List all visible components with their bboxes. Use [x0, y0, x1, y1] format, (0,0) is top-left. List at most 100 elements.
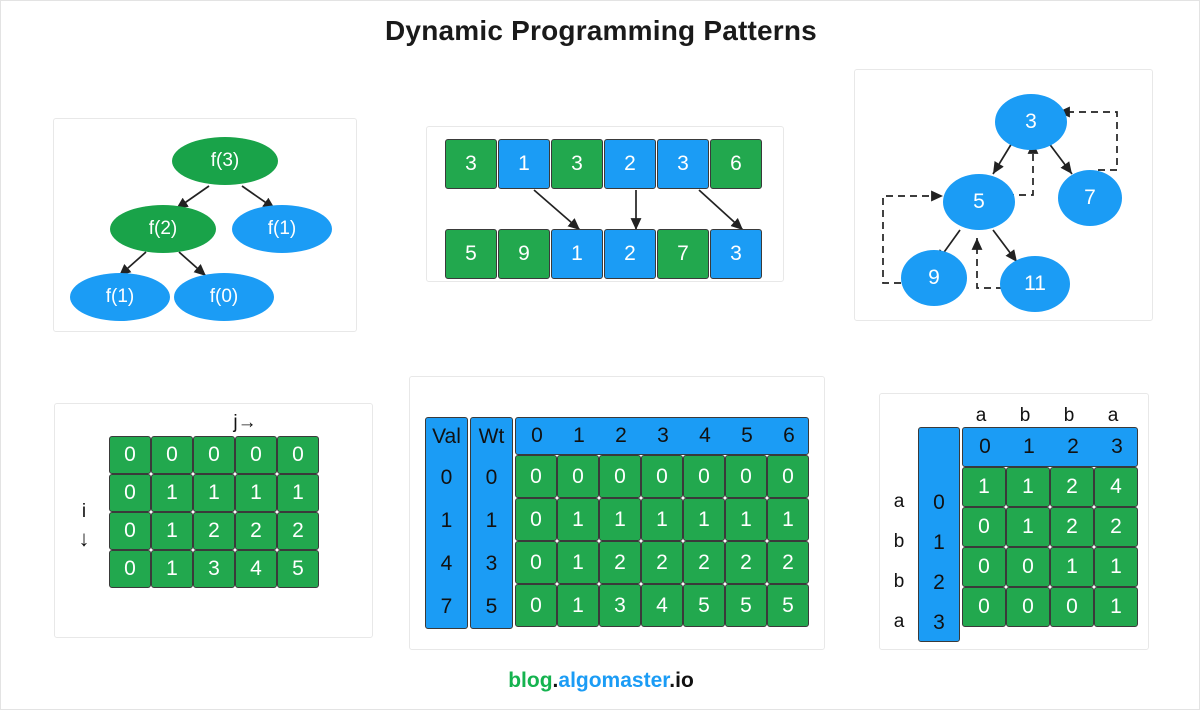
knapsack-cell[interactable]: 0 — [557, 455, 599, 498]
knapsack-cell[interactable]: 1 — [557, 541, 599, 584]
grid-cell[interactable]: 0 — [109, 436, 151, 474]
string-dp-col-index: 0 — [979, 435, 991, 458]
knapsack-cell-value: 1 — [698, 507, 710, 531]
knapsack-cell[interactable]: 1 — [557, 498, 599, 541]
knapsack-cell[interactable]: 0 — [641, 455, 683, 498]
array-cell[interactable]: 2 — [604, 229, 656, 279]
array-cell[interactable]: 3 — [657, 139, 709, 189]
knapsack-cell[interactable]: 0 — [767, 455, 809, 498]
knapsack-cell[interactable]: 0 — [599, 455, 641, 498]
knapsack-cell[interactable]: 2 — [683, 541, 725, 584]
grid-cell[interactable]: 1 — [277, 474, 319, 512]
knapsack-cell[interactable]: 0 — [515, 455, 557, 498]
string-dp-cell[interactable]: 1 — [1050, 547, 1094, 587]
array-cell[interactable]: 5 — [445, 229, 497, 279]
knapsack-cell-value: 5 — [698, 593, 710, 617]
grid-cell[interactable]: 2 — [277, 512, 319, 550]
array-cell[interactable]: 1 — [551, 229, 603, 279]
tree-memo-node-11[interactable]: 11 — [1000, 256, 1070, 312]
tree-node-f1-leaf[interactable]: f(1) — [70, 273, 170, 321]
grid-cell[interactable]: 2 — [193, 512, 235, 550]
knapsack-cell[interactable]: 0 — [515, 584, 557, 627]
array-cell[interactable]: 7 — [657, 229, 709, 279]
grid-cell[interactable]: 2 — [235, 512, 277, 550]
tree-node-f0-leaf[interactable]: f(0) — [174, 273, 274, 321]
knapsack-cell[interactable]: 0 — [515, 541, 557, 584]
knapsack-cell[interactable]: 1 — [641, 498, 683, 541]
grid-cell[interactable]: 1 — [235, 474, 277, 512]
string-dp-cell[interactable]: 1 — [1006, 467, 1050, 507]
grid-cell[interactable]: 0 — [109, 474, 151, 512]
knapsack-cell[interactable]: 1 — [767, 498, 809, 541]
knapsack-cell[interactable]: 0 — [515, 498, 557, 541]
knapsack-cell[interactable]: 2 — [641, 541, 683, 584]
tree-memo-node-7[interactable]: 7 — [1058, 170, 1122, 226]
knapsack-cell[interactable]: 1 — [683, 498, 725, 541]
array-cell[interactable]: 1 — [498, 139, 550, 189]
knapsack-cell-value: 0 — [530, 464, 542, 488]
knapsack-cell[interactable]: 5 — [725, 584, 767, 627]
tree-memo-node-5[interactable]: 5 — [943, 174, 1015, 230]
array-cell[interactable]: 9 — [498, 229, 550, 279]
array-cell[interactable]: 3 — [710, 229, 762, 279]
knapsack-cell[interactable]: 2 — [725, 541, 767, 584]
knapsack-cell[interactable]: 4 — [641, 584, 683, 627]
knapsack-cell[interactable]: 3 — [599, 584, 641, 627]
knapsack-value-header: Val — [432, 425, 461, 448]
string-dp-cell[interactable]: 0 — [962, 507, 1006, 547]
tree-node-f3[interactable]: f(3) — [172, 137, 278, 185]
grid-cell[interactable]: 1 — [151, 550, 193, 588]
string-dp-cell[interactable]: 1 — [962, 467, 1006, 507]
string-dp-cell-value: 1 — [1110, 595, 1122, 618]
string-dp-cell[interactable]: 0 — [1006, 587, 1050, 627]
tree-memo-node-9[interactable]: 9 — [901, 250, 967, 306]
knapsack-cell[interactable]: 1 — [725, 498, 767, 541]
string-dp-cell[interactable]: 0 — [1050, 587, 1094, 627]
grid-cell[interactable]: 1 — [151, 512, 193, 550]
tree-node-f2[interactable]: f(2) — [110, 205, 216, 253]
knapsack-cell[interactable]: 2 — [599, 541, 641, 584]
grid-cell[interactable]: 4 — [235, 550, 277, 588]
array-cell[interactable]: 2 — [604, 139, 656, 189]
string-dp-cell[interactable]: 0 — [1006, 547, 1050, 587]
string-dp-cell[interactable]: 2 — [1094, 507, 1138, 547]
grid-cell[interactable]: 0 — [109, 512, 151, 550]
grid-cell[interactable]: 0 — [193, 436, 235, 474]
string-dp-cell[interactable]: 0 — [962, 587, 1006, 627]
panel-tree-memoization: 3 5 7 9 11 — [854, 69, 1153, 321]
knapsack-cell[interactable]: 1 — [557, 584, 599, 627]
knapsack-cell[interactable]: 5 — [683, 584, 725, 627]
string-dp-row-index: 2 — [933, 571, 945, 594]
grid-cell[interactable]: 0 — [235, 436, 277, 474]
knapsack-cell[interactable]: 0 — [683, 455, 725, 498]
knapsack-cell[interactable]: 5 — [767, 584, 809, 627]
knapsack-cell-value: 0 — [530, 593, 542, 617]
string-dp-cell[interactable]: 1 — [1094, 547, 1138, 587]
string-dp-row-index: 3 — [933, 611, 945, 634]
knapsack-cell[interactable]: 1 — [599, 498, 641, 541]
knapsack-cell[interactable]: 0 — [725, 455, 767, 498]
tree-memo-node-3[interactable]: 3 — [995, 94, 1067, 150]
knapsack-cell[interactable]: 2 — [767, 541, 809, 584]
grid-cell[interactable]: 1 — [151, 474, 193, 512]
grid-cell[interactable]: 0 — [109, 550, 151, 588]
grid-cell[interactable]: 1 — [193, 474, 235, 512]
grid-cell[interactable]: 5 — [277, 550, 319, 588]
string-dp-cell[interactable]: 2 — [1050, 507, 1094, 547]
tree-memo-node-label: 3 — [1025, 110, 1037, 133]
grid-cell-value: 0 — [250, 443, 262, 466]
string-dp-cell[interactable]: 1 — [1006, 507, 1050, 547]
grid-cell[interactable]: 0 — [151, 436, 193, 474]
array-cell-value: 1 — [571, 242, 583, 265]
tree-node-f1-right[interactable]: f(1) — [232, 205, 332, 253]
footer-branding[interactable]: blog.algomaster.io — [1, 669, 1200, 693]
string-dp-cell[interactable]: 0 — [962, 547, 1006, 587]
array-cell[interactable]: 6 — [710, 139, 762, 189]
string-dp-cell[interactable]: 1 — [1094, 587, 1138, 627]
grid-cell[interactable]: 3 — [193, 550, 235, 588]
array-cell[interactable]: 3 — [445, 139, 497, 189]
string-dp-cell[interactable]: 4 — [1094, 467, 1138, 507]
array-cell[interactable]: 3 — [551, 139, 603, 189]
string-dp-cell[interactable]: 2 — [1050, 467, 1094, 507]
grid-cell[interactable]: 0 — [277, 436, 319, 474]
